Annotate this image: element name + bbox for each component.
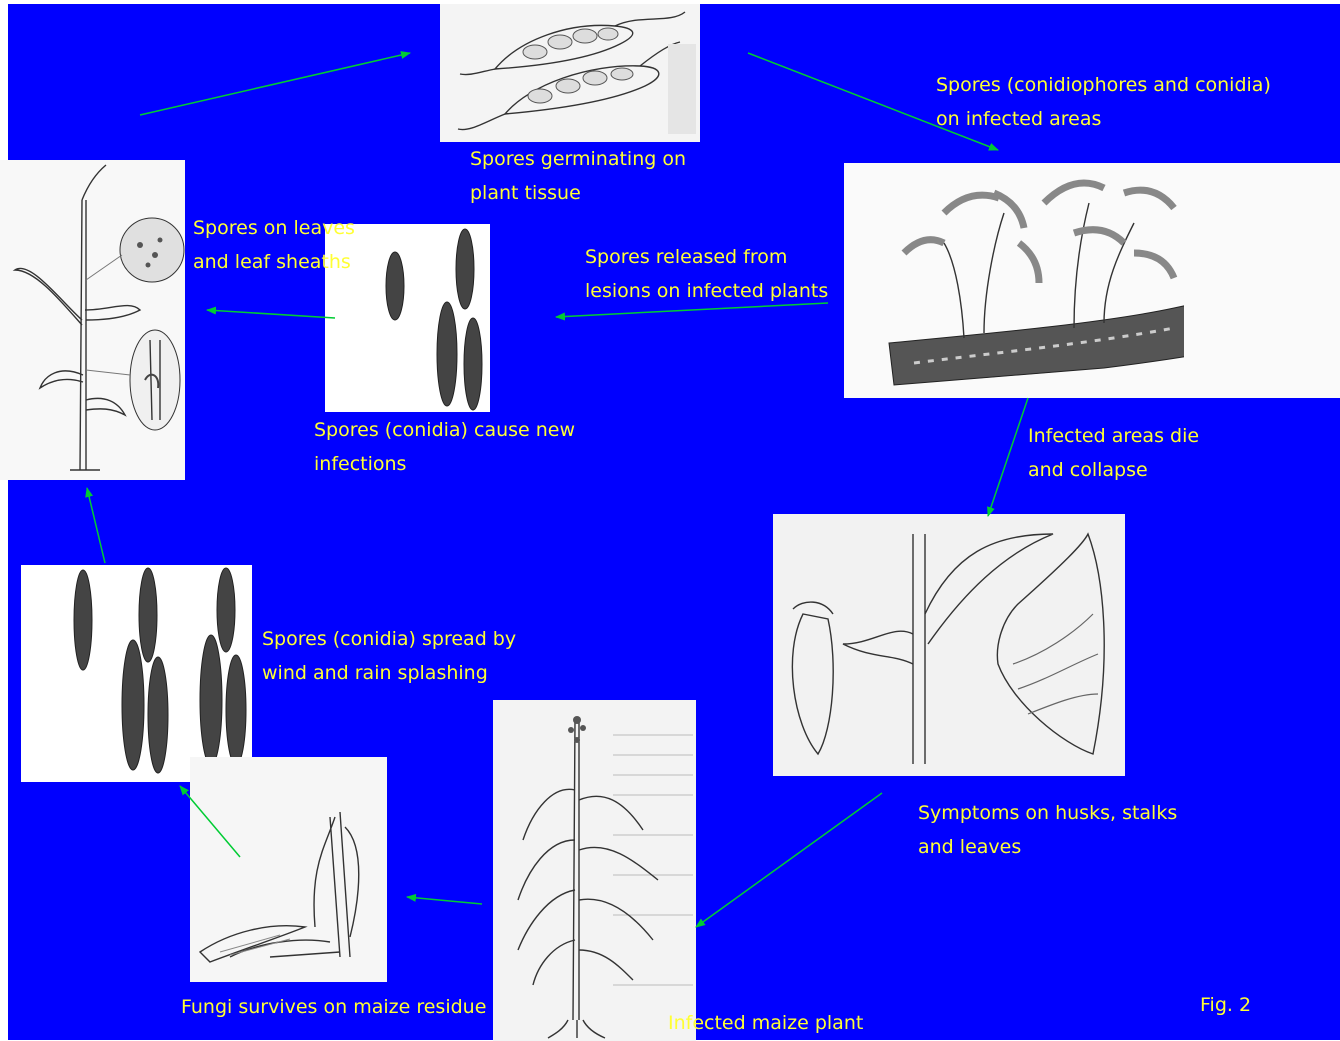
husk-stalk-leaf-symptoms-icon	[773, 514, 1125, 776]
maize-plant-image	[493, 700, 696, 1041]
label-infected-areas-die: Infected areas die and collapse	[1028, 419, 1199, 487]
conidia-spread-icon	[21, 565, 252, 782]
germinating-spores-image	[440, 4, 700, 142]
conidia-large-image	[21, 565, 252, 782]
germinating-spores-icon	[440, 4, 700, 142]
label-spores-cause-infections: Spores (conidia) cause new infections	[314, 413, 575, 481]
maize-residue-icon	[190, 757, 387, 982]
maize-seedling-image	[0, 160, 185, 480]
conidiophores-icon	[844, 163, 1340, 398]
label-symptoms: Symptoms on husks, stalks and leaves	[918, 796, 1177, 864]
label-spores-on-leaves: Spores on leaves and leaf sheaths	[193, 211, 355, 279]
maize-seedling-with-lesions-icon	[0, 160, 185, 480]
label-spores-conidiophores: Spores (conidiophores and conidia) on in…	[936, 68, 1271, 136]
label-spores-released: Spores released from lesions on infected…	[585, 240, 828, 308]
symptoms-image	[773, 514, 1125, 776]
figure-number: Fig. 2	[1200, 988, 1251, 1022]
conidiophores-image	[844, 163, 1340, 398]
infected-maize-plant-icon	[493, 700, 696, 1041]
residue-image	[190, 757, 387, 982]
label-infected-maize-plant: Infected maize plant	[668, 1006, 863, 1040]
label-fungi-survives: Fungi survives on maize residue	[181, 990, 486, 1024]
label-spores-spread: Spores (conidia) spread by wind and rain…	[262, 622, 516, 690]
label-spores-germinating: Spores germinating on plant tissue	[470, 142, 686, 210]
